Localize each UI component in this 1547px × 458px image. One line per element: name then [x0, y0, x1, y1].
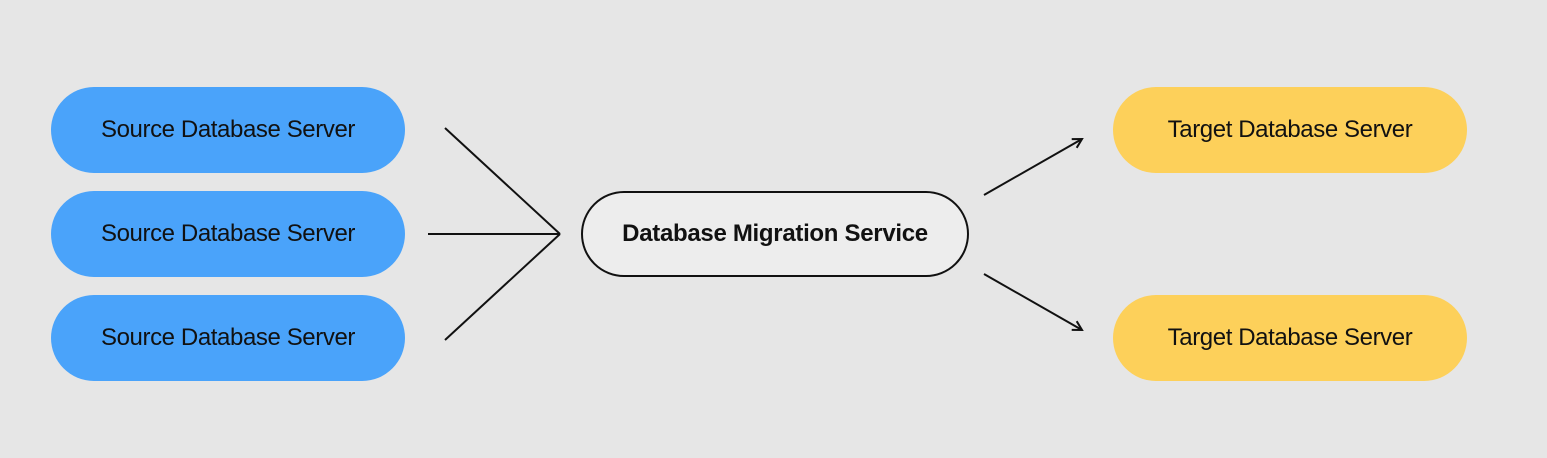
target-database-server-2: Target Database Server	[1113, 295, 1467, 381]
target-2-arrow	[983, 273, 1082, 330]
source-1-connector	[444, 127, 561, 235]
database-migration-service-label: Database Migration Service	[622, 220, 928, 247]
source-3-connector	[444, 233, 561, 341]
target-database-server-2-label: Target Database Server	[1167, 324, 1413, 351]
target-1-arrow	[983, 139, 1082, 196]
source-database-server-1-label: Source Database Server	[100, 116, 355, 143]
source-database-server-3: Source Database Server	[51, 295, 405, 381]
source-database-server-2: Source Database Server	[51, 191, 405, 277]
target-database-server-1: Target Database Server	[1113, 87, 1467, 173]
target-database-server-1-label: Target Database Server	[1167, 116, 1413, 143]
source-database-server-2-label: Source Database Server	[100, 220, 355, 247]
source-database-server-3-label: Source Database Server	[100, 324, 355, 351]
source-database-server-1: Source Database Server	[51, 87, 405, 173]
database-migration-service: Database Migration Service	[581, 191, 969, 277]
